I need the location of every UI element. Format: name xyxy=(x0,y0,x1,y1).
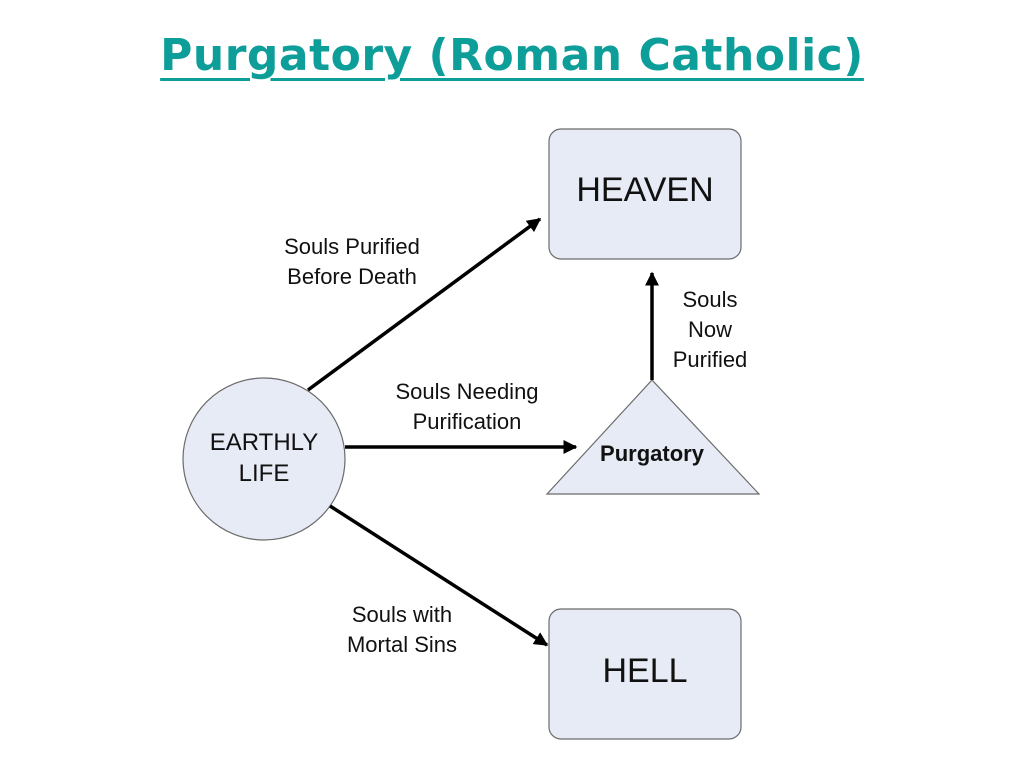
earthly-life-node xyxy=(182,377,346,541)
edge-label-line: Souls Purified xyxy=(284,234,420,259)
edge-label-line: Souls xyxy=(682,287,738,312)
hell-node xyxy=(548,608,742,740)
heaven-node xyxy=(548,128,742,260)
arrow-earth-to-hell xyxy=(329,504,549,647)
edge-label-purified-before-death: Souls Purified Before Death xyxy=(252,232,452,292)
purgatory-label: Purgatory xyxy=(600,441,704,466)
page-title: Purgatory (Roman Catholic) xyxy=(160,30,864,81)
heaven-label: HEAVEN xyxy=(576,171,714,209)
edge-label-line: Purification xyxy=(412,409,522,434)
edge-label-line: Before Death xyxy=(287,264,417,289)
earthly-life-line2: LIFE xyxy=(238,460,290,487)
edge-label-now-purified: Souls Now Purified xyxy=(660,285,760,375)
edge-label-mortal-sins: Souls with Mortal Sins xyxy=(302,600,502,660)
earthly-life-line1: EARTHLY xyxy=(209,429,319,456)
edge-label-line: Mortal Sins xyxy=(346,632,458,657)
arrow-earth-to-heaven xyxy=(306,217,542,392)
edge-label-line: Purified xyxy=(672,347,748,372)
earthly-life-label: EARTHLY LIFE xyxy=(184,427,344,489)
edge-label-line: Now xyxy=(687,317,732,342)
edge-label-needing-purification: Souls Needing Purification xyxy=(367,377,567,437)
hell-label: HELL xyxy=(602,652,688,690)
edge-label-line: Souls Needing xyxy=(395,379,539,404)
purgatory-node xyxy=(545,379,761,495)
edge-label-line: Souls with xyxy=(351,602,453,627)
